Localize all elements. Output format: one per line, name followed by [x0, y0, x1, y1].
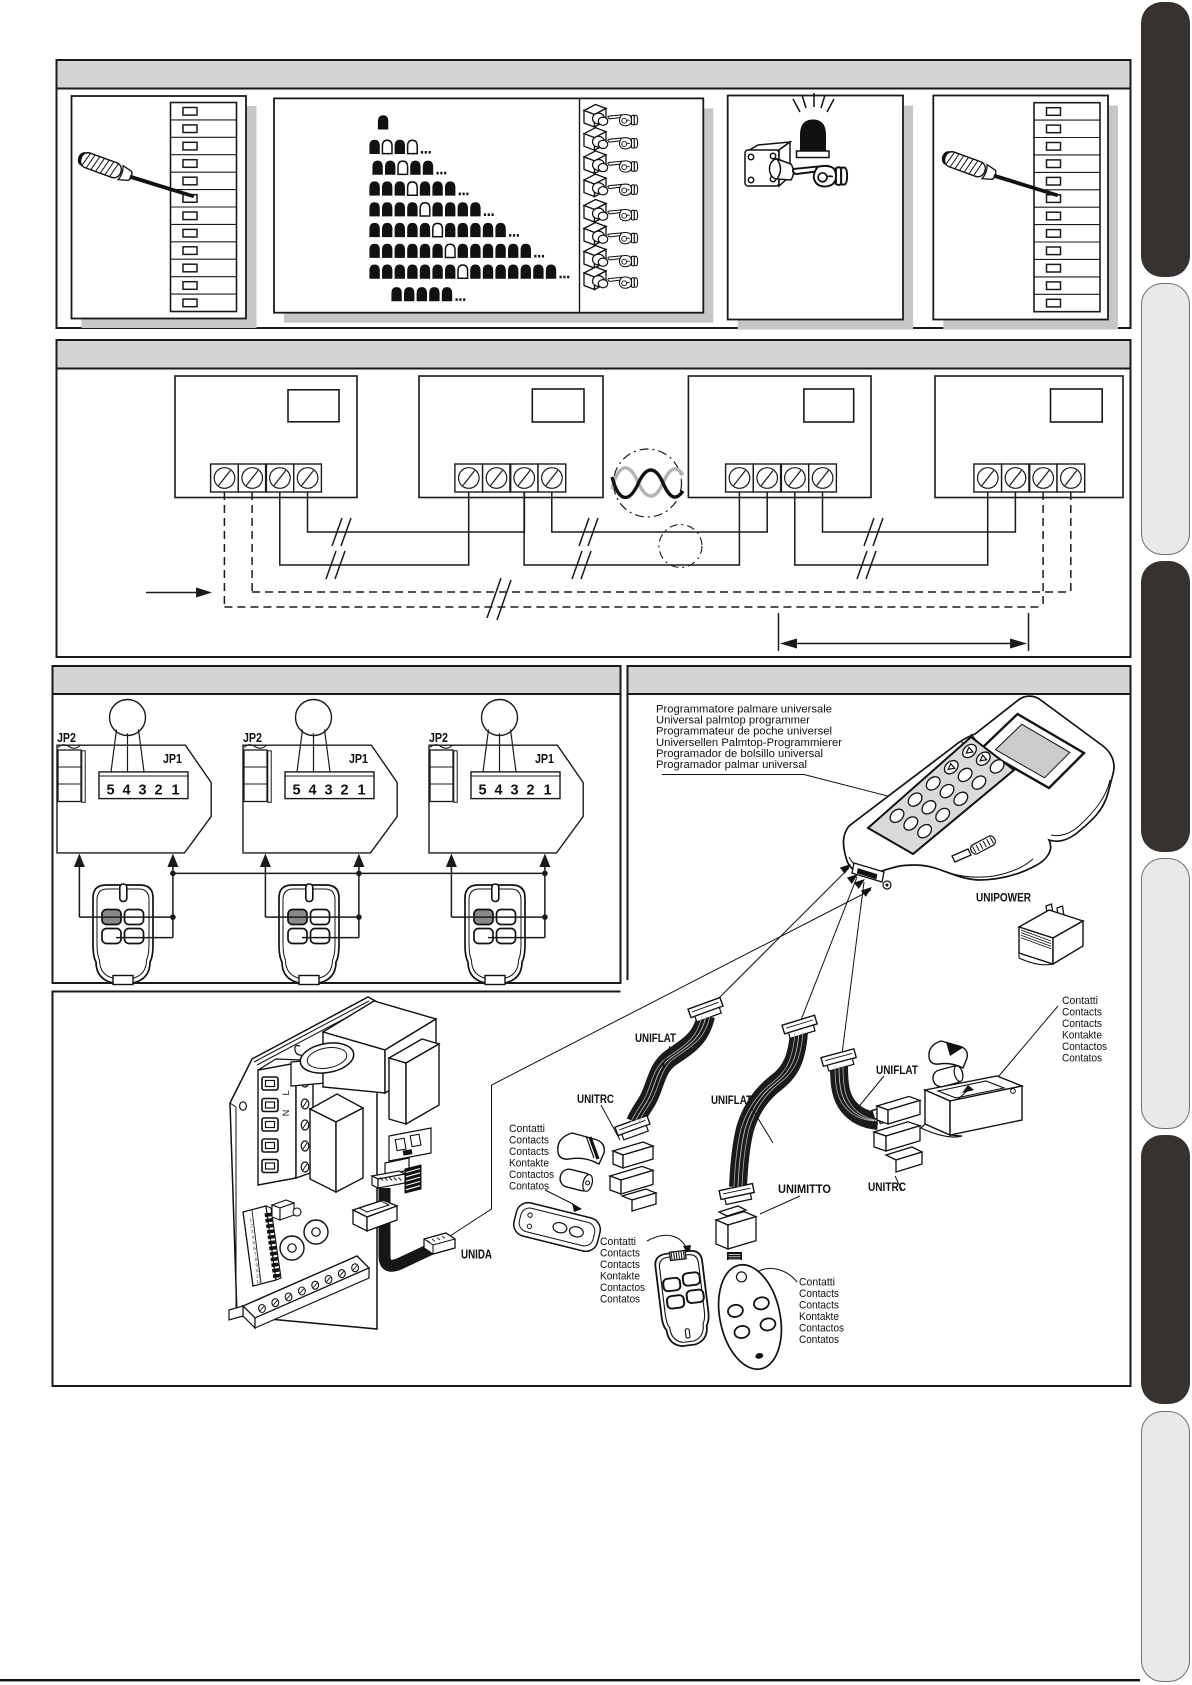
svg-text:3: 3: [251, 1229, 255, 1234]
svg-text:Programmatore palmare universa: Programmatore palmare universale: [656, 704, 832, 716]
svg-text:3: 3: [139, 783, 147, 799]
svg-text:JP2: JP2: [57, 730, 76, 745]
svg-text:Contactos: Contactos: [1062, 1041, 1107, 1053]
svg-text:4: 4: [495, 783, 503, 799]
svg-text:Contacts: Contacts: [509, 1135, 549, 1147]
svg-text:Contacts: Contacts: [799, 1288, 839, 1300]
svg-text:Contactos: Contactos: [509, 1169, 554, 1181]
svg-text:5: 5: [478, 783, 486, 799]
svg-text:Programmateur de poche univers: Programmateur de poche universel: [656, 726, 832, 738]
svg-text:Contacts: Contacts: [1062, 1018, 1102, 1030]
svg-text:10: 10: [255, 1268, 261, 1274]
svg-text:1: 1: [249, 1218, 253, 1223]
svg-text:Kontakte: Kontakte: [799, 1311, 839, 1323]
svg-text:N: N: [281, 1110, 291, 1117]
svg-text:12: 12: [256, 1279, 262, 1285]
svg-text:11: 11: [256, 1273, 262, 1279]
svg-text:Contacts: Contacts: [799, 1300, 839, 1312]
svg-text:Contatos: Contatos: [1062, 1053, 1102, 1065]
svg-text:UNIFLAT: UNIFLAT: [635, 1032, 676, 1045]
svg-text:Contactos: Contactos: [600, 1282, 645, 1294]
svg-text:Contatos: Contatos: [509, 1181, 549, 1193]
svg-text:JP1: JP1: [349, 751, 368, 766]
svg-text:9: 9: [255, 1262, 259, 1267]
svg-text:Kontakte: Kontakte: [600, 1271, 640, 1283]
svg-text:UNIPOWER: UNIPOWER: [976, 891, 1031, 905]
svg-text:2: 2: [527, 783, 535, 799]
svg-text:Contacts: Contacts: [1062, 1007, 1102, 1019]
svg-text:7: 7: [254, 1251, 258, 1256]
svg-text:JP2: JP2: [243, 730, 262, 745]
svg-text:3: 3: [325, 783, 333, 799]
svg-text:JP2: JP2: [429, 730, 448, 745]
svg-text:UNITRC: UNITRC: [577, 1093, 615, 1106]
svg-text:Universellen Palmtop-Programmi: Universellen Palmtop-Programmierer: [656, 737, 842, 749]
svg-text:3: 3: [511, 783, 519, 799]
svg-text:Kontakte: Kontakte: [1062, 1030, 1102, 1042]
svg-text:8: 8: [254, 1257, 258, 1262]
svg-text:JP1: JP1: [163, 751, 182, 766]
svg-text:Contactos: Contactos: [799, 1323, 844, 1335]
svg-text:1: 1: [172, 783, 180, 799]
svg-text:Programador de bolsillo univer: Programador de bolsillo universal: [656, 748, 823, 760]
svg-text:Contatti: Contatti: [509, 1123, 545, 1135]
svg-text:Contacts: Contacts: [509, 1146, 549, 1158]
svg-text:Universal palmtop programmer: Universal palmtop programmer: [656, 715, 810, 727]
svg-text:5: 5: [252, 1240, 256, 1245]
svg-text:Contatos: Contatos: [600, 1294, 640, 1306]
svg-text:4: 4: [309, 783, 317, 799]
svg-text:UNIDA: UNIDA: [461, 1248, 492, 1262]
svg-text:6: 6: [253, 1246, 257, 1251]
svg-text:2: 2: [250, 1223, 254, 1228]
svg-text:Contacts: Contacts: [600, 1248, 640, 1260]
svg-text:Kontakte: Kontakte: [509, 1158, 549, 1170]
svg-text:JP1: JP1: [535, 751, 554, 766]
svg-text:1: 1: [358, 783, 366, 799]
svg-text:Contatti: Contatti: [1062, 995, 1098, 1007]
svg-text:Contatti: Contatti: [799, 1277, 835, 1289]
svg-text:UNIFLAT: UNIFLAT: [711, 1094, 752, 1107]
svg-text:4: 4: [251, 1234, 255, 1239]
svg-text:2: 2: [341, 783, 349, 799]
svg-text:5: 5: [106, 783, 114, 799]
svg-text:UNIFLAT: UNIFLAT: [876, 1064, 918, 1077]
svg-text:Contatos: Contatos: [799, 1334, 839, 1346]
svg-text:5: 5: [292, 783, 300, 799]
svg-text:4: 4: [123, 783, 131, 799]
svg-text:Contacts: Contacts: [600, 1259, 640, 1271]
svg-text:2: 2: [155, 783, 163, 799]
svg-text:UNITRC: UNITRC: [868, 1181, 907, 1194]
svg-text:Contatti: Contatti: [600, 1236, 636, 1248]
svg-text:UNIMITTO: UNIMITTO: [778, 1183, 831, 1196]
svg-text:Programador palmar universal: Programador palmar universal: [656, 759, 807, 771]
svg-text:1: 1: [544, 783, 552, 799]
svg-text:L: L: [281, 1090, 291, 1095]
